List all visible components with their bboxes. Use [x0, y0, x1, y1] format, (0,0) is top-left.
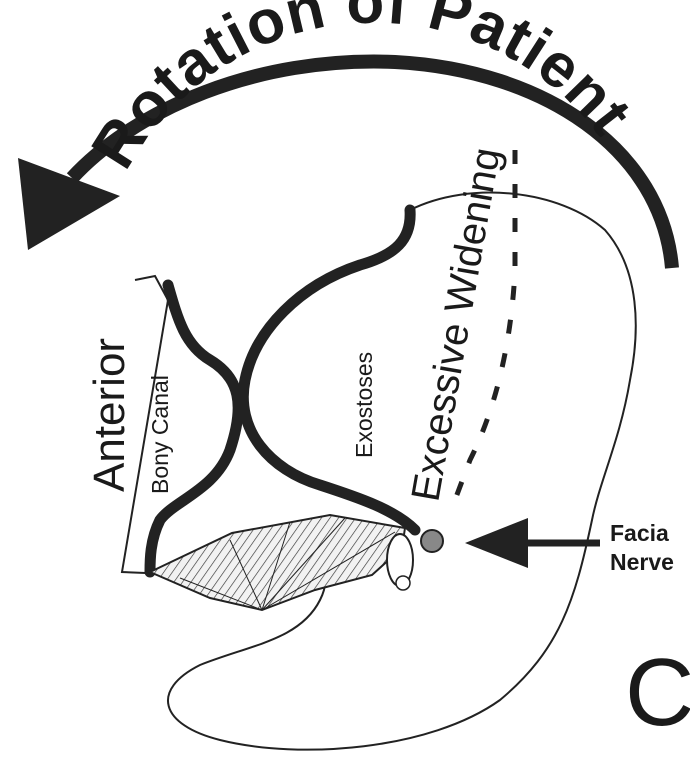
label-facial-nerve-line2: Nerve: [610, 549, 674, 575]
facial-nerve-arrowhead: [465, 518, 528, 568]
label-exostoses: Exostoses: [351, 352, 377, 458]
label-anterior: Anterior: [85, 338, 134, 492]
exostoses-wall: [243, 210, 415, 530]
canal-outline: [168, 193, 636, 750]
label-facial-nerve-line1: Facia: [610, 520, 669, 546]
label-corner-letter: C: [625, 639, 690, 746]
label-bony-canal: Bony Canal: [147, 375, 173, 494]
facial-nerve-marker: [421, 530, 443, 552]
ossicle-circle: [396, 576, 410, 590]
title: Rotation of Patient: [79, 0, 645, 180]
label-excessive-widening: Excessive Widening: [404, 144, 509, 504]
